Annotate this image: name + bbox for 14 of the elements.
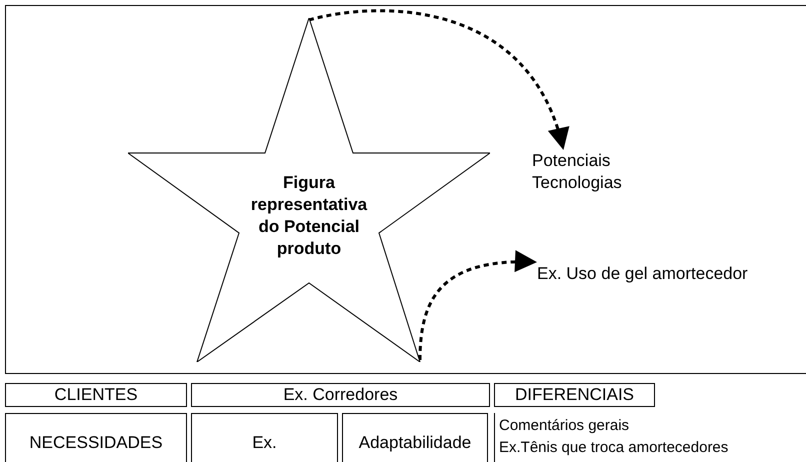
table-cell: NECESSIDADES	[5, 413, 187, 462]
annotation-text: Potenciais Tecnologias	[532, 150, 672, 196]
annotation-text: Ex. Uso de gel amortecedor	[537, 263, 805, 287]
table-cell: Ex.	[191, 413, 338, 462]
star-shape	[128, 18, 490, 362]
dashed-arrow	[308, 9, 568, 150]
table-header-cell: Ex. Corredores	[191, 383, 490, 407]
dashed-arrow	[418, 250, 537, 360]
table-header-cell: DIFERENCIAIS	[494, 383, 655, 407]
comment-text: Ex.Tênis que troca amortecedores	[499, 438, 730, 458]
table-header-cell: CLIENTES	[5, 383, 187, 407]
comment-text: Comentários gerais	[499, 416, 630, 436]
star-label: Figura representativa do Potencial produto	[250, 172, 368, 260]
table-cell: Adaptabilidade	[342, 413, 488, 462]
